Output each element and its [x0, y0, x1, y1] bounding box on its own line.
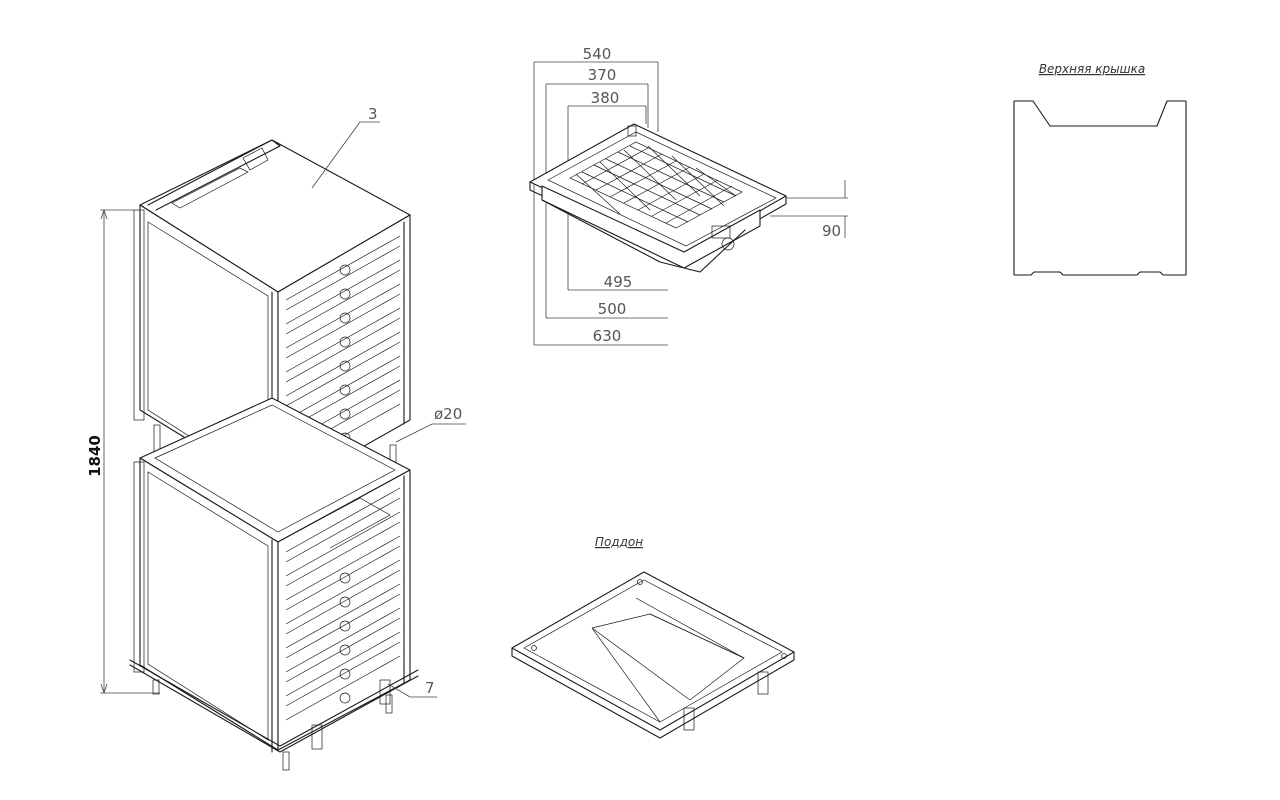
top-cover-view: Верхняя крышка	[1013, 62, 1187, 276]
dim-495: 495	[604, 273, 633, 291]
bottom-pan-view: Поддон	[511, 535, 795, 739]
tray-dim-height: 90	[770, 180, 848, 240]
dim-630: 630	[593, 327, 622, 345]
callout-diameter: ø20	[434, 405, 462, 423]
cabinet-assembly: 1840	[86, 105, 466, 771]
height-label: 1840	[86, 435, 104, 477]
pan-slopes	[591, 597, 745, 723]
callout-3: 3	[368, 105, 378, 123]
callout-7: 7	[425, 679, 435, 697]
tray-dims-bottom: 495 500 630	[534, 273, 668, 346]
tray-grid	[569, 141, 743, 229]
lower-cabinet	[129, 397, 419, 771]
dim-90: 90	[822, 222, 841, 240]
pan-drains	[531, 579, 787, 731]
top-cover-caption: Верхняя крышка	[1039, 62, 1145, 76]
callouts: 3 ø20 7	[311, 105, 466, 698]
feet	[152, 679, 393, 771]
upper-tray-stack	[285, 235, 401, 469]
tray-detail: 540 370 380 495 500 630	[529, 45, 848, 346]
tray-handle	[627, 125, 735, 251]
dim-370: 370	[588, 66, 617, 84]
bottom-pan-caption: Поддон	[595, 535, 643, 549]
upper-tray-knobs	[339, 264, 351, 444]
dim-500: 500	[598, 300, 627, 318]
lower-tray-stack	[285, 487, 401, 721]
dim-380: 380	[591, 89, 620, 107]
dim-540: 540	[583, 45, 612, 63]
lower-tray-knobs	[339, 572, 351, 704]
height-dimension: 1840	[86, 209, 160, 694]
